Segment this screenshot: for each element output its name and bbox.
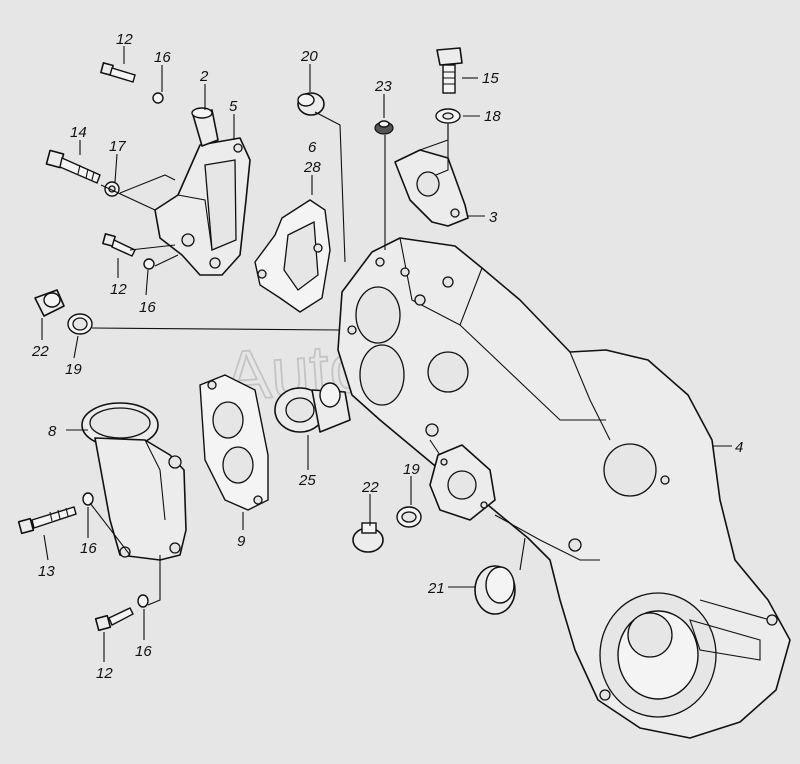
callout-16-lower: 16 xyxy=(80,540,97,557)
bolt-part-12-top xyxy=(100,62,136,83)
front-housing-part-4 xyxy=(337,237,791,739)
bolt-part-15 xyxy=(436,47,463,94)
callout-9: 9 xyxy=(237,533,246,550)
callout-23: 23 xyxy=(374,78,392,95)
tube-part-2 xyxy=(191,107,219,147)
washer-part-18 xyxy=(435,108,461,124)
bolt-part-14 xyxy=(45,149,101,184)
callout-labels: 12 16 2 5 14 17 12 16 20 6 28 23 15 18 3… xyxy=(31,31,743,682)
gasket-part-9 xyxy=(199,374,269,511)
callout-16-top: 16 xyxy=(154,49,171,66)
callout-6: 6 xyxy=(308,139,317,156)
elbow-pipe-part-8 xyxy=(81,402,187,561)
callout-12-mid: 12 xyxy=(110,281,127,298)
callout-12-bottom: 12 xyxy=(96,665,113,682)
callout-15: 15 xyxy=(482,70,499,87)
callout-25: 25 xyxy=(298,472,316,489)
callout-17: 17 xyxy=(109,138,126,155)
callout-5: 5 xyxy=(229,98,238,115)
bolt-part-13 xyxy=(17,506,77,535)
plug-part-22-upper xyxy=(34,289,65,317)
callout-12-top: 12 xyxy=(116,31,133,48)
callout-2: 2 xyxy=(199,68,209,85)
washer-part-16-b xyxy=(143,258,155,270)
sleeve-part-21 xyxy=(474,565,516,615)
callout-18: 18 xyxy=(484,108,501,125)
plug-part-20 xyxy=(297,92,325,116)
callout-20: 20 xyxy=(300,48,318,65)
callout-22-lower: 22 xyxy=(361,479,379,496)
thermostat-part-25 xyxy=(274,382,351,433)
callout-22-upper: 22 xyxy=(31,343,49,360)
callout-16-mid: 16 xyxy=(139,299,156,316)
washer-part-16-c xyxy=(82,492,94,506)
bolt-part-12-bottom xyxy=(94,607,134,632)
callout-4: 4 xyxy=(735,439,743,456)
callout-3: 3 xyxy=(489,209,498,226)
callout-28: 28 xyxy=(303,159,321,176)
callout-19-lower: 19 xyxy=(403,461,420,478)
assembly-lines xyxy=(89,111,526,606)
callout-14: 14 xyxy=(70,124,87,141)
thermostat-housing-part-5 xyxy=(154,137,251,276)
washer-part-16-a xyxy=(152,92,164,104)
callout-8: 8 xyxy=(48,423,57,440)
callout-21: 21 xyxy=(427,580,445,597)
callout-16-bottom: 16 xyxy=(135,643,152,660)
bolt-part-12-mid xyxy=(102,233,136,257)
washer-part-16-d xyxy=(137,594,149,608)
plug-part-22-lower xyxy=(352,522,384,553)
callout-19-upper: 19 xyxy=(65,361,82,378)
plug-part-23 xyxy=(374,120,394,135)
callout-leaders xyxy=(41,46,732,662)
flange-part-3 xyxy=(394,149,469,227)
callout-13: 13 xyxy=(38,563,55,580)
gasket-part-6 xyxy=(254,199,331,313)
